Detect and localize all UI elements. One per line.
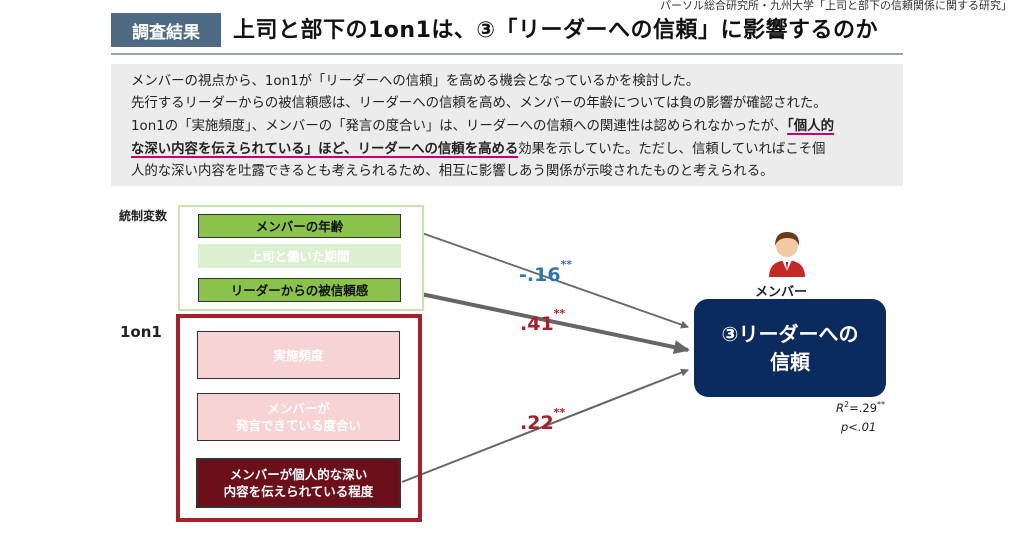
r2-label: R <box>836 400 844 415</box>
r2-sig: ** <box>877 400 886 409</box>
section-tag: 調査結果 <box>111 13 221 47</box>
oneon1-group <box>176 314 422 522</box>
var-speaking-line-2: 発言できている度合い <box>235 418 361 433</box>
p-value: p<.01 <box>841 420 877 434</box>
r-squared: R2=.29** <box>836 400 885 415</box>
summary-line-4: な深い内容を伝えられている」ほど、リーダーへの信頼を高める効果を示していた。ただ… <box>131 140 825 160</box>
summary-line-4-text: 効果を示していた。ただし、信頼していればこそ個 <box>518 142 826 157</box>
var-work-period: 上司と働いた期間 <box>198 244 401 268</box>
coef-trust-from-leader: .41** <box>520 307 565 335</box>
var-deep-line-2: 内容を伝えられている程度 <box>223 484 374 499</box>
coef-age-value: -.16 <box>519 264 561 286</box>
coef-age: -.16** <box>519 258 572 286</box>
summary-highlight-2: な深い内容を伝えられている」ほど、リーダーへの信頼を高める <box>131 142 519 157</box>
title-divider <box>111 53 903 55</box>
coef-deep-content: .22** <box>520 406 565 434</box>
page-title: 上司と部下の1on1は、③「リーダーへの信頼」に影響するのか <box>233 18 879 43</box>
var-trust-from-leader: リーダーからの被信頼感 <box>198 278 401 302</box>
var-deep-line-1: メンバーが個人的な深い <box>229 467 368 482</box>
var-speaking-degree: メンバーが 発言できている度合い <box>197 393 400 441</box>
outcome-line-2: 信頼 <box>770 350 810 374</box>
summary-line-1: メンバーの視点から、1on1が「リーダーへの信頼」を高める機会となっているかを検… <box>131 74 700 89</box>
source-citation: パーソル総合研究所・九州大学「上司と部下の信頼関係に関する研究」 <box>660 0 1012 12</box>
coef-age-sig: ** <box>560 258 573 271</box>
arrow-age-to-trust <box>401 225 689 329</box>
coef-trust-value: .41 <box>520 313 554 335</box>
var-deep-content: メンバーが個人的な深い 内容を伝えられている程度 <box>196 458 401 508</box>
arrow-deep-to-trust <box>401 368 689 483</box>
member-label: メンバー <box>755 285 808 300</box>
person-icon <box>769 232 805 277</box>
summary-line-2: 先行するリーダーからの被信頼感は、リーダーへの信頼を高め、メンバーの年齢について… <box>131 96 827 111</box>
outcome-line-1: ③リーダーへの <box>721 322 859 346</box>
control-variables-label: 統制変数 <box>119 209 168 223</box>
var-member-age: メンバーの年齢 <box>198 214 401 238</box>
coef-trust-sig: ** <box>553 307 566 320</box>
outcome-leader-trust: ③リーダーへの 信頼 <box>694 299 886 397</box>
summary-highlight-1: 「個人的 <box>787 119 834 134</box>
r2-sup: 2 <box>844 400 850 409</box>
var-speaking-line-1: メンバーが <box>267 401 330 416</box>
var-frequency: 実施頻度 <box>197 331 400 379</box>
summary-box: メンバーの視点から、1on1が「リーダーへの信頼」を高める機会となっているかを検… <box>111 64 903 186</box>
oneon1-label: 1on1 <box>120 323 162 341</box>
summary-line-3: 1on1の「実施頻度」、メンバーの「発言の度合い」は、リーダーへの信頼への関連性… <box>131 117 834 137</box>
coef-deep-value: .22 <box>520 412 554 434</box>
summary-line-5: 人的な深い内容を吐露できるとも考えられるため、相互に影響しあう関係が示唆されたも… <box>131 164 774 179</box>
coef-deep-sig: ** <box>553 406 566 419</box>
r2-value: =.29 <box>849 400 878 415</box>
summary-line-3-text: 1on1の「実施頻度」、メンバーの「発言の度合い」は、リーダーへの信頼への関連性… <box>131 119 788 134</box>
arrow-trust-from-leader-to-trust <box>401 288 690 354</box>
